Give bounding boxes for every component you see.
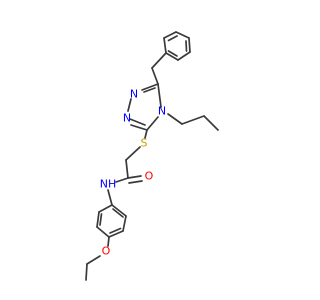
triazole-nitrogen-1: N: [130, 88, 138, 101]
thioacetamide-linker: [125, 129, 148, 179]
phenyl-ring: [163, 31, 191, 61]
amide-nh: NH: [100, 178, 117, 191]
ether-oxygen: O: [102, 245, 111, 258]
sulfur-atom: S: [141, 137, 148, 150]
ethoxyphenyl-ring: [96, 204, 127, 238]
triazole-ring: [127, 83, 162, 131]
carbonyl-group: [115, 175, 143, 184]
triazole-nitrogen-2: N: [123, 112, 131, 125]
phenethyl-chain: [151, 52, 167, 85]
propyl-chain: [167, 113, 219, 131]
amide-to-aryl-bond: [107, 189, 113, 206]
carbonyl-oxygen: O: [145, 170, 154, 183]
ethoxy-group: [85, 236, 110, 281]
triazole-nitrogen-4: N: [158, 105, 166, 118]
molecule-diagram: N N N S O NH O: [85, 31, 219, 281]
